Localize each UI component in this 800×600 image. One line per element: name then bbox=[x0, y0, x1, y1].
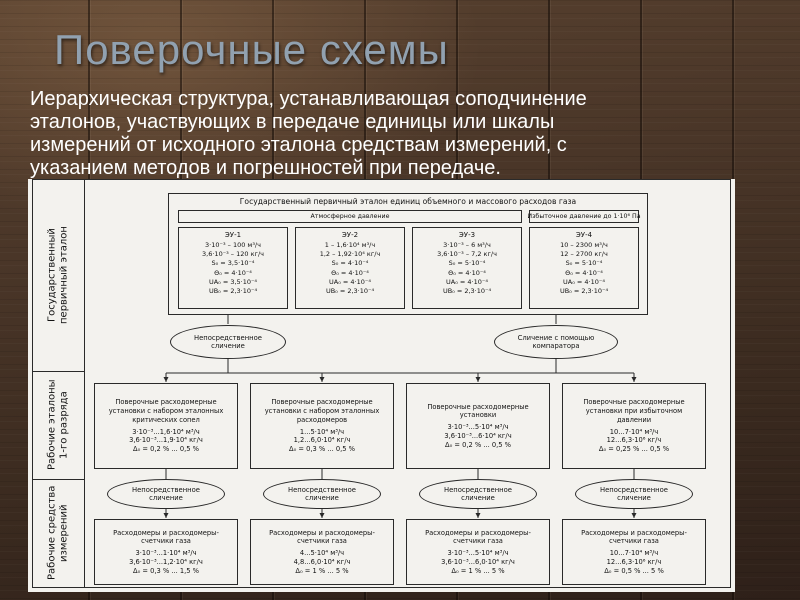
instrument-spec: 3,6·10⁻³...1,2·10⁴ кг/ч bbox=[129, 557, 203, 566]
verification-scheme-diagram: Государственный первичный эталон Рабочие… bbox=[28, 179, 735, 592]
description-line: указанием методов и погрешностей при пер… bbox=[30, 157, 501, 179]
working-standard-box-1: Поверочные расходомерные установки с наб… bbox=[94, 383, 238, 469]
instrument-spec: 3,6·10⁻³...6,0·10⁴ кг/ч bbox=[441, 557, 515, 566]
working-standard-title: Поверочные расходомерные установки с наб… bbox=[108, 398, 224, 424]
working-standard-spec: Δ₀ = 0,2 % ... 0,5 % bbox=[133, 444, 199, 453]
direct-comparison-oval: Непосредственное сличение bbox=[107, 479, 225, 509]
working-standard-spec: 3·10⁻³...1,6·10⁴ м³/ч bbox=[132, 427, 200, 436]
unit-spec: S₀ = 5·10⁻⁴ bbox=[448, 259, 486, 268]
working-standard-box-2: Поверочные расходомерные установки с наб… bbox=[250, 383, 394, 469]
working-standard-spec: 1,2...6,0·10⁴ кг/ч bbox=[293, 436, 351, 445]
instrument-title: Расходомеры и расходомеры-счетчики газа bbox=[425, 528, 531, 546]
instrument-spec: 10...7·10⁴ м³/ч bbox=[609, 549, 659, 558]
comparator-comparison-oval: Сличение с помощью компаратора bbox=[494, 325, 618, 359]
instrument-spec: Δ₀ = 1 % ... 5 % bbox=[295, 566, 349, 575]
instrument-spec: 3·10⁻³...1·10⁴ м³/ч bbox=[135, 549, 197, 558]
instrument-box-3: Расходомеры и расходомеры-счетчики газа … bbox=[406, 519, 550, 585]
primary-unit-box-eu1: ЭУ-1 3·10⁻³ – 100 м³/ч 3,6·10⁻³ – 120 кг… bbox=[178, 227, 288, 309]
diagram-frame bbox=[32, 179, 731, 588]
unit-spec: 3,6·10⁻³ – 7,2 кг/ч bbox=[437, 250, 497, 259]
unit-spec: UА₀ = 4·10⁻⁴ bbox=[563, 277, 605, 286]
unit-spec: 1,2 – 1,92·10⁴ кг/ч bbox=[319, 250, 381, 259]
primary-unit-box-eu4: ЭУ-4 10 – 2300 м³/ч 12 – 2700 кг/ч S₀ = … bbox=[529, 227, 639, 309]
unit-spec: Θ₀ = 4·10⁻⁴ bbox=[448, 268, 486, 277]
side-section-divider bbox=[32, 479, 85, 480]
unit-spec: UВ₀ = 2,3·10⁻⁴ bbox=[559, 287, 609, 296]
instrument-spec: 12...6,3·10⁶ кг/ч bbox=[606, 557, 662, 566]
instrument-title: Расходомеры и расходомеры-счетчики газа bbox=[269, 528, 375, 546]
direct-comparison-oval: Непосредственное сличение bbox=[575, 479, 693, 509]
working-standard-box-4: Поверочные расходомерные установки при и… bbox=[562, 383, 706, 469]
unit-spec: Θ₀ = 4·10⁻⁴ bbox=[331, 268, 369, 277]
working-standard-spec: Δ₀ = 0,25 % ... 0,5 % bbox=[598, 444, 670, 453]
unit-spec: UВ₀ = 2,3·10⁻⁴ bbox=[442, 287, 492, 296]
working-standard-spec: 3,6·10⁻³...1,9·10⁴ кг/ч bbox=[129, 436, 203, 445]
working-standard-spec: Δ₀ = 0,3 % ... 0,5 % bbox=[289, 444, 355, 453]
pressure-cell-excess: Избыточное давление до 1·10⁶ Па bbox=[527, 210, 641, 223]
working-standard-spec: 10...7·10⁴ м³/ч bbox=[609, 427, 659, 436]
diagram-side-column: Государственный первичный эталон Рабочие… bbox=[32, 179, 85, 588]
working-standard-box-3: Поверочные расходомерные установки 3·10⁻… bbox=[406, 383, 550, 469]
working-standard-title: Поверочные расходомерные установки при и… bbox=[583, 398, 685, 424]
working-standard-spec: 12...6,3·10⁶ кг/ч bbox=[606, 436, 662, 445]
working-standard-title: Поверочные расходомерные установки bbox=[427, 402, 529, 420]
unit-spec: UА₀ = 4·10⁻⁴ bbox=[329, 277, 371, 286]
unit-name: ЭУ-4 bbox=[575, 231, 593, 239]
working-standard-spec: Δ₀ = 0,2 % ... 0,5 % bbox=[445, 440, 511, 449]
connector-lines bbox=[163, 315, 637, 518]
direct-comparison-oval: Непосредственное сличение bbox=[263, 479, 381, 509]
working-standard-title: Поверочные расходомерные установки с наб… bbox=[264, 398, 380, 424]
slide-title: Поверочные схемы bbox=[54, 26, 449, 73]
instrument-box-1: Расходомеры и расходомеры-счетчики газа … bbox=[94, 519, 238, 585]
unit-spec: S₀ = 3,5·10⁻⁴ bbox=[211, 259, 255, 268]
unit-spec: S₀ = 4·10⁻⁴ bbox=[331, 259, 369, 268]
side-section-divider bbox=[32, 371, 85, 372]
slide-description: Иерархическая структура, устанавливающая… bbox=[30, 88, 587, 180]
instrument-spec: Δ₀ = 0,5 % ... 5 % bbox=[604, 566, 664, 575]
unit-name: ЭУ-1 bbox=[224, 231, 242, 239]
unit-spec: UВ₀ = 2,3·10⁻⁴ bbox=[208, 287, 258, 296]
unit-spec: S₀ = 5·10⁻⁴ bbox=[565, 259, 603, 268]
description-line: измерений от исходного эталона средствам… bbox=[30, 134, 567, 156]
unit-spec: 10 – 2300 м³/ч bbox=[560, 240, 608, 249]
unit-spec: 12 – 2700 кг/ч bbox=[560, 250, 608, 259]
working-standard-spec: 3·10⁻³...5·10⁴ м³/ч bbox=[447, 423, 509, 432]
instrument-box-4: Расходомеры и расходомеры-счетчики газа … bbox=[562, 519, 706, 585]
primary-unit-box-eu2: ЭУ-2 1 – 1,6·10⁴ м³/ч 1,2 – 1,92·10⁴ кг/… bbox=[295, 227, 405, 309]
unit-spec: Θ₀ = 4·10⁻⁴ bbox=[214, 268, 252, 277]
unit-spec: 3·10⁻³ – 6 м³/ч bbox=[443, 240, 491, 249]
working-standard-spec: 1...5·10⁴ м³/ч bbox=[299, 427, 345, 436]
working-standard-spec: 3,6·10⁻³...6·10⁴ кг/ч bbox=[444, 431, 512, 440]
unit-name: ЭУ-2 bbox=[341, 231, 359, 239]
instrument-title: Расходомеры и расходомеры-счетчики газа bbox=[113, 528, 219, 546]
primary-standard-box: Государственный первичный эталон единиц … bbox=[168, 193, 648, 315]
instrument-spec: 4,8...6,0·10⁴ кг/ч bbox=[293, 557, 351, 566]
primary-standard-title: Государственный первичный эталон единиц … bbox=[239, 197, 577, 206]
unit-spec: 3,6·10⁻³ – 120 кг/ч bbox=[202, 250, 264, 259]
side-label-working-standards: Рабочие эталоны 1-го разряда bbox=[46, 379, 70, 471]
pressure-cell-atmospheric: Атмосферное давление bbox=[178, 210, 522, 223]
instrument-spec: Δ₀ = 0,3 % ... 1,5 % bbox=[133, 566, 199, 575]
instrument-box-2: Расходомеры и расходомеры-счетчики газа … bbox=[250, 519, 394, 585]
description-line: Иерархическая структура, устанавливающая… bbox=[30, 88, 587, 110]
unit-spec: Θ₀ = 4·10⁻⁴ bbox=[565, 268, 603, 277]
unit-spec: UА₀ = 3,5·10⁻⁴ bbox=[208, 277, 258, 286]
direct-comparison-oval: Непосредственное сличение bbox=[419, 479, 537, 509]
description-line: эталонов, участвующих в передаче единицы… bbox=[30, 111, 555, 133]
unit-spec: 1 – 1,6·10⁴ м³/ч bbox=[324, 240, 376, 249]
unit-name: ЭУ-3 bbox=[458, 231, 476, 239]
instrument-title: Расходомеры и расходомеры-счетчики газа bbox=[581, 528, 687, 546]
unit-spec: UА₀ = 4·10⁻⁴ bbox=[446, 277, 488, 286]
unit-spec: 3·10⁻³ – 100 м³/ч bbox=[205, 240, 261, 249]
instrument-spec: Δ₀ = 1 % ... 5 % bbox=[451, 566, 505, 575]
direct-comparison-oval: Непосредственное сличение bbox=[170, 325, 286, 359]
side-label-primary-standard: Государственный первичный эталон bbox=[46, 226, 70, 324]
primary-unit-box-eu3: ЭУ-3 3·10⁻³ – 6 м³/ч 3,6·10⁻³ – 7,2 кг/ч… bbox=[412, 227, 522, 309]
side-label-working-instruments: Рабочие средства измерений bbox=[46, 485, 70, 581]
instrument-spec: 3·10⁻³...5·10⁴ м³/ч bbox=[447, 549, 509, 558]
instrument-spec: 4...5·10⁴ м³/ч bbox=[299, 549, 345, 558]
unit-spec: UВ₀ = 2,3·10⁻⁴ bbox=[325, 287, 375, 296]
